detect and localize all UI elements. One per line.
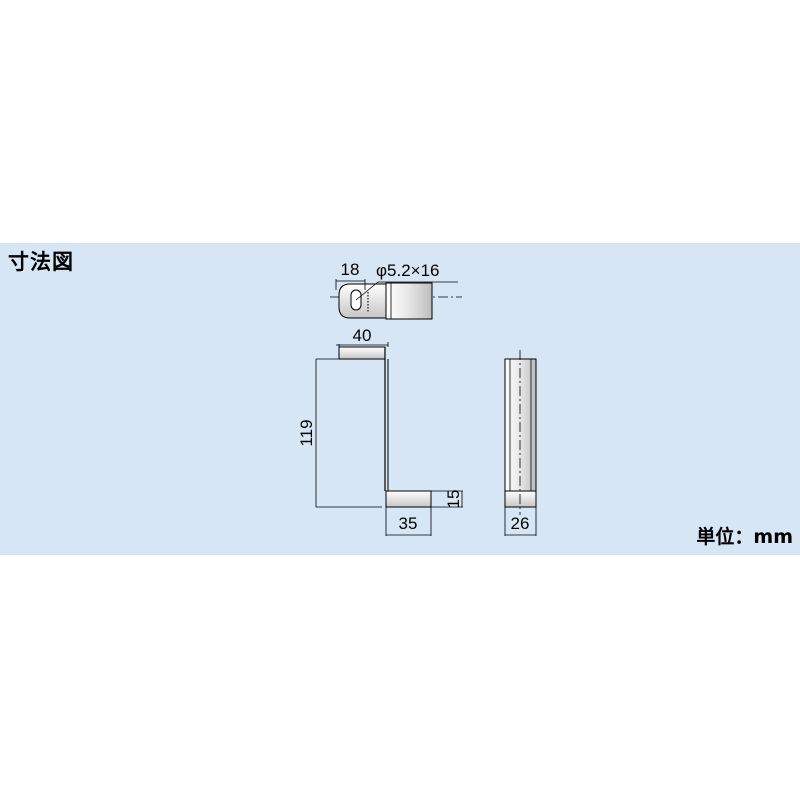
unit-label: 単位：mm [696,526,793,548]
foot-plate [385,490,432,508]
front-view: 26 [504,350,537,536]
top-plate [338,346,386,360]
dim-top-width: 40 [353,326,372,345]
dim-height: 119 [297,419,316,446]
side-view: 40 119 35 15 [297,326,463,536]
top-view: 18 φ5.2×16 [330,260,462,320]
mount-plate [338,283,387,319]
diagram-title: 寸法図 [8,250,74,274]
dim-hole-spec: φ5.2×16 [376,261,440,280]
leader-line [355,281,379,301]
dim-foot-length: 35 [399,514,418,533]
dim-slot-width: 18 [341,260,360,279]
dim-foot-thickness: 15 [444,490,463,509]
upright-portion [385,282,433,320]
dim-depth: 26 [511,514,530,533]
front-foot [504,490,537,508]
